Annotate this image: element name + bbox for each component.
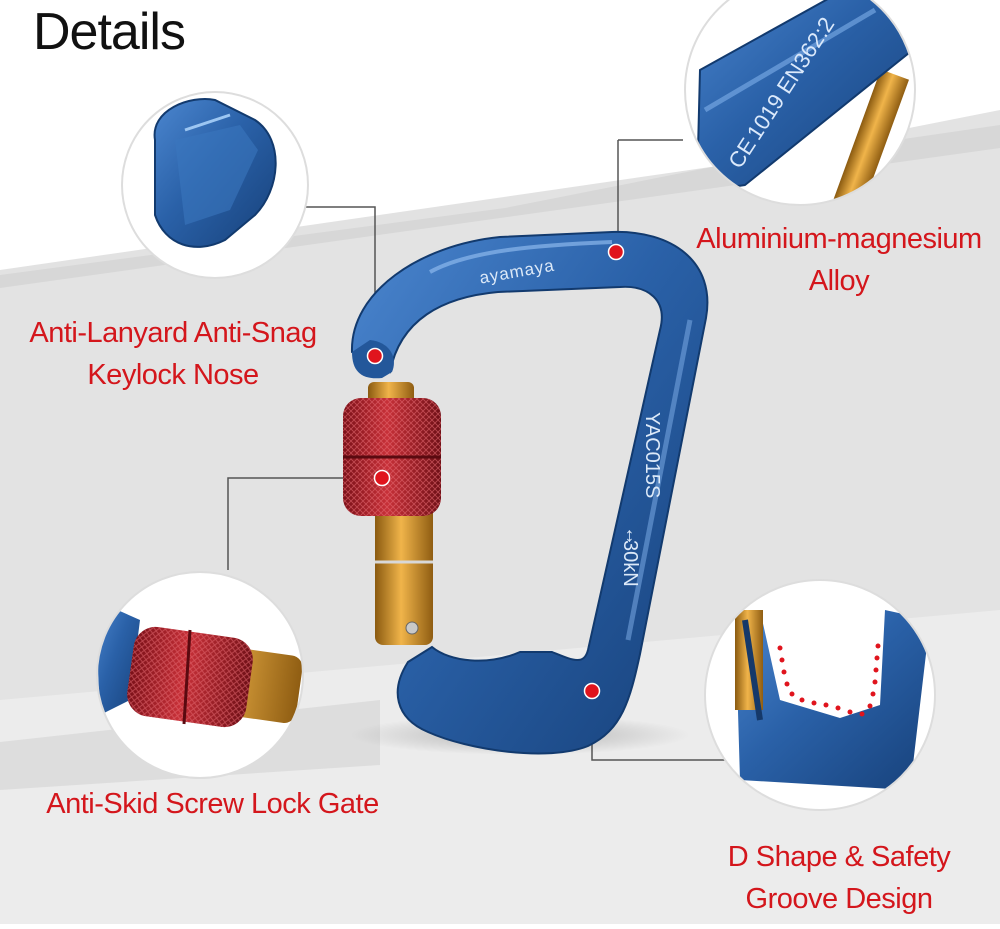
callout-nose-line1: Anti-Lanyard Anti-Snag (29, 317, 317, 349)
callout-alloy-line1: Aluminium-magnesium (696, 223, 982, 255)
rating-arrow-icon: ↔ (621, 526, 643, 546)
detail-gate-zoom (96, 571, 304, 779)
callout-groove-line1: D Shape & Safety (727, 841, 951, 873)
model-engraving: YAC015S (641, 412, 663, 498)
detail-nose-zoom (121, 91, 309, 279)
callout-alloy-line2: Alloy (808, 265, 870, 298)
detail-groove-zoom (704, 579, 936, 811)
carabiner (350, 230, 709, 755)
callout-alloy: Aluminium-magnesium Alloy (680, 218, 998, 302)
page-title: Details (33, 3, 186, 61)
screw-gate (343, 382, 441, 645)
detail-alloy-zoom: CE 1019 EN362:2 (684, 0, 916, 206)
rating-engraving: 30kN (619, 540, 641, 587)
callout-groove: D Shape & Safety Groove Design (680, 836, 998, 920)
callout-nose-line2: Keylock Nose (87, 359, 259, 392)
callout-nose: Anti-Lanyard Anti-Snag Keylock Nose (8, 312, 338, 396)
groove-dotted-path (777, 643, 881, 717)
marker-dots (366, 243, 625, 700)
callout-gate-line1: Anti-Skid Screw Lock Gate (46, 788, 379, 820)
callout-groove-line2: Groove Design (745, 883, 933, 916)
callout-gate: Anti-Skid Screw Lock Gate (20, 783, 405, 825)
